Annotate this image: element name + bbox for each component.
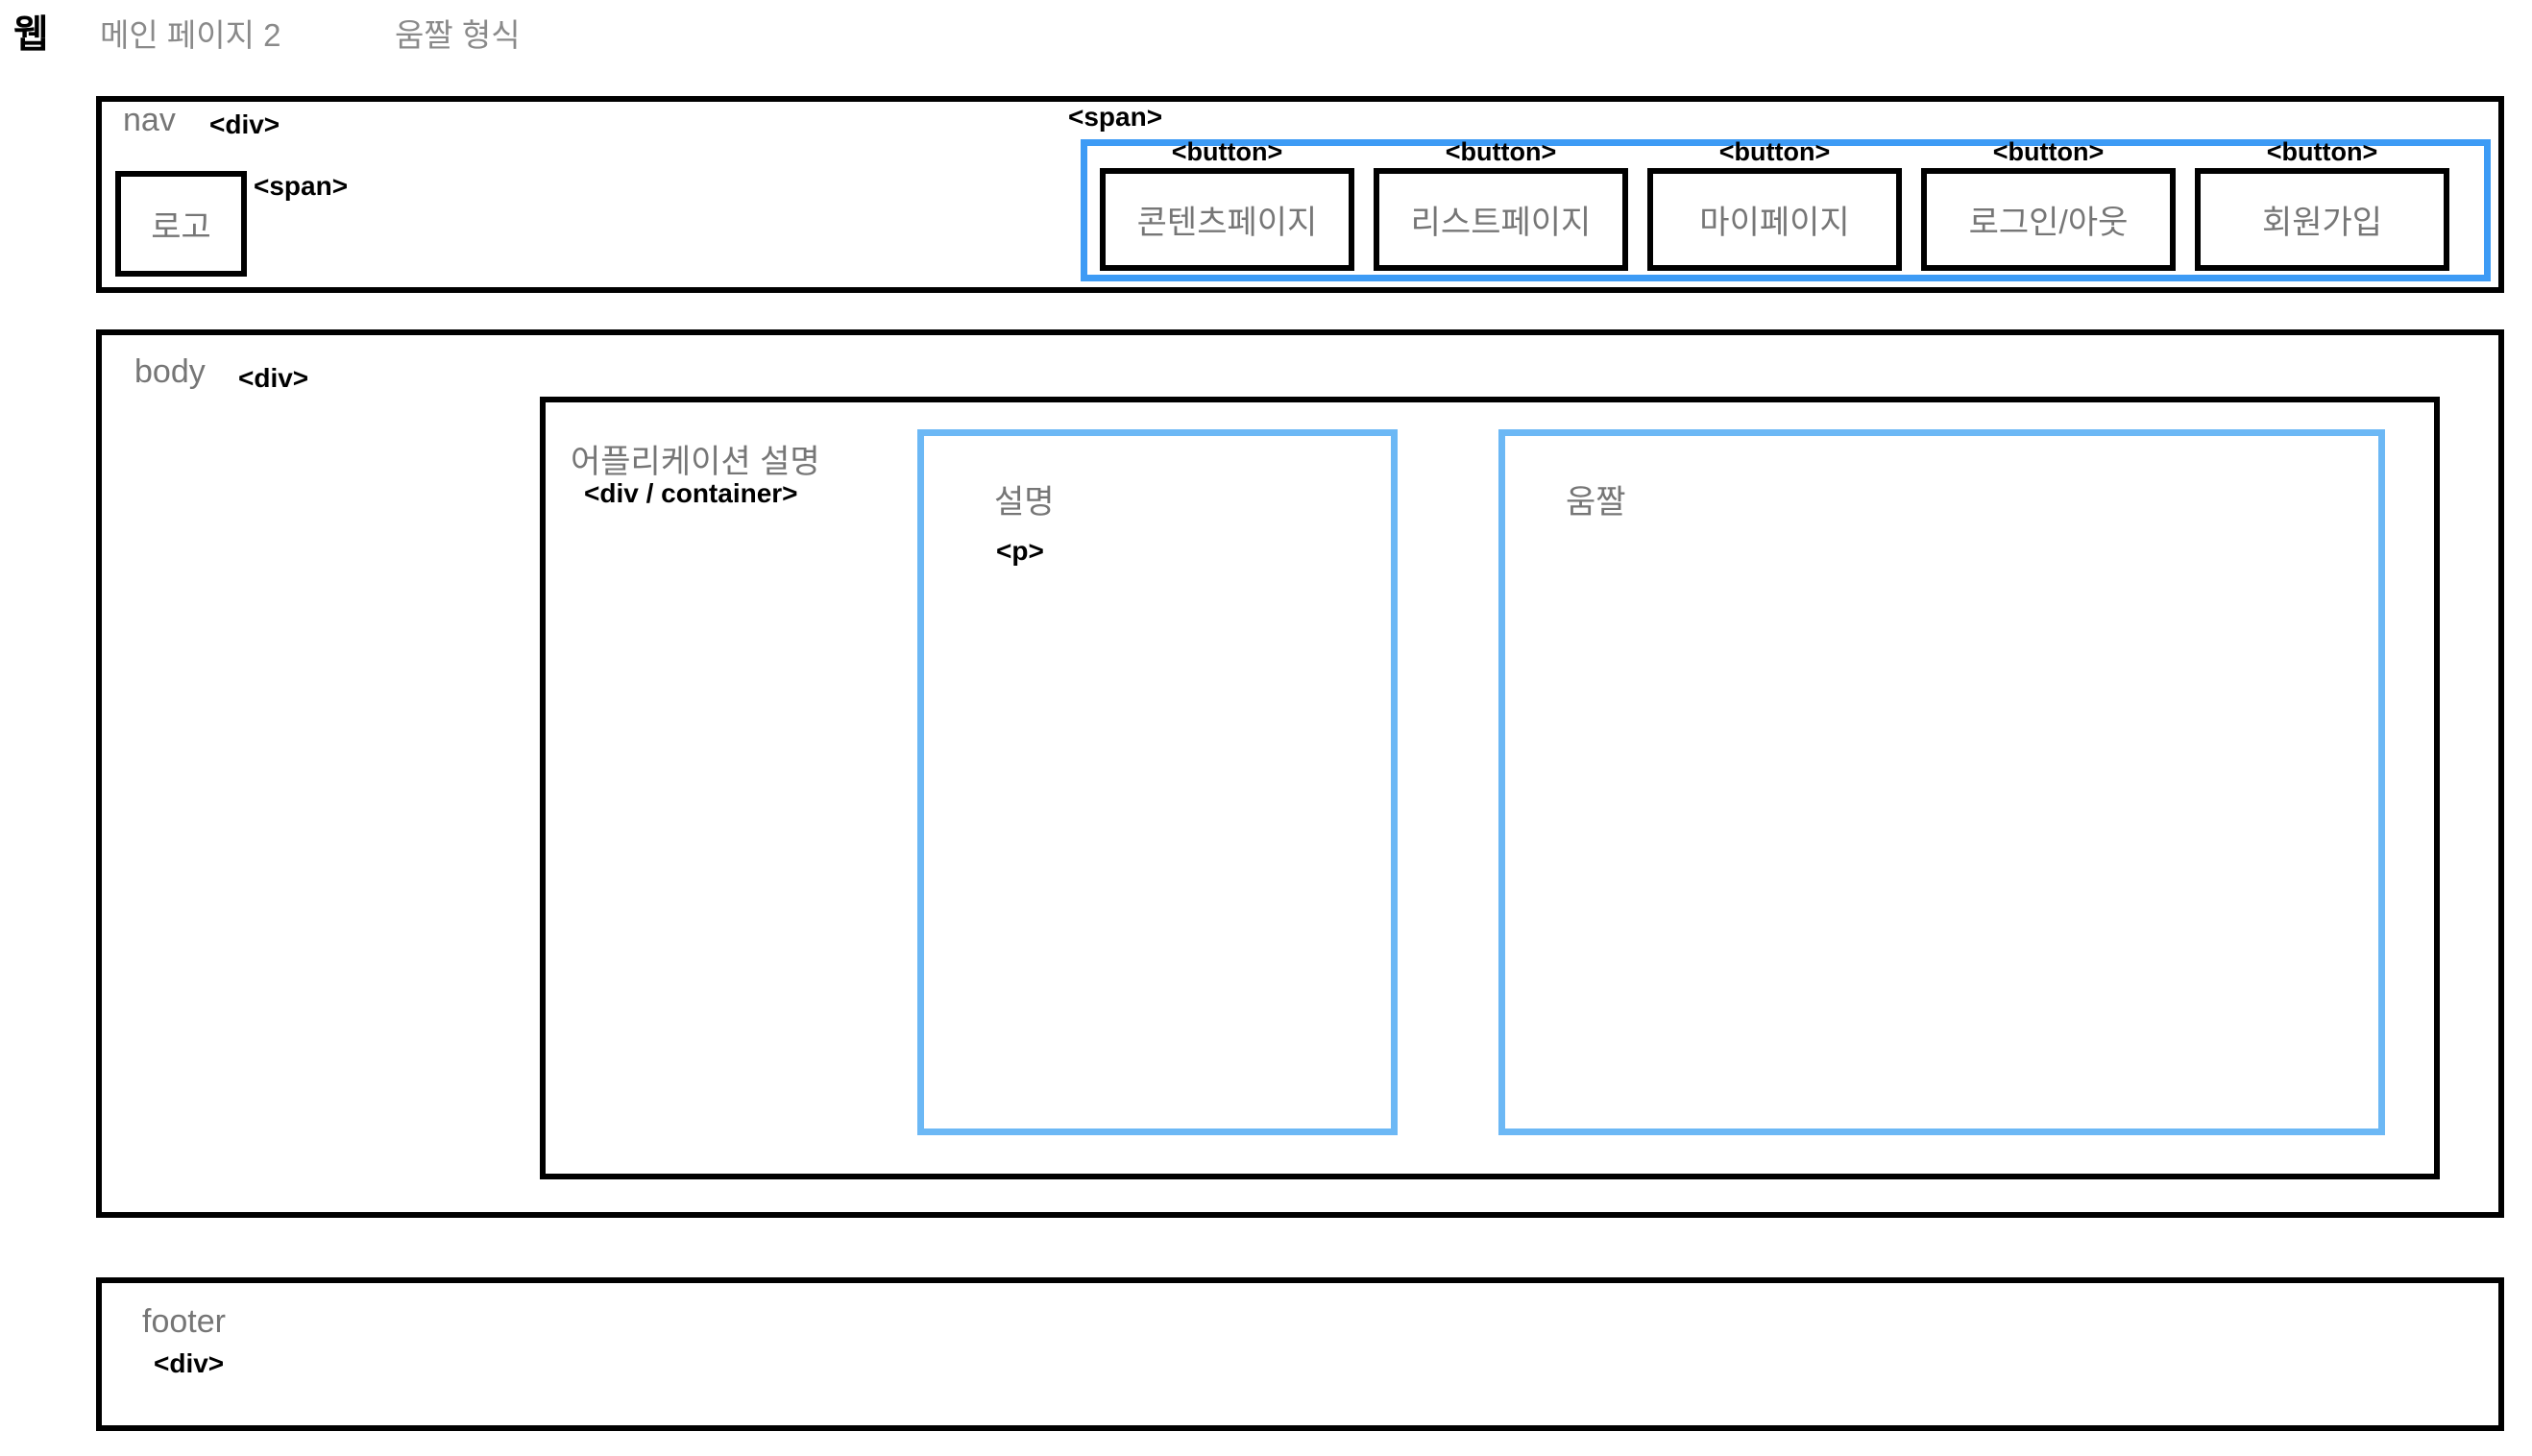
nav-button-signup[interactable]: 회원가입 [2195, 168, 2449, 271]
footer-region-frame [96, 1277, 2504, 1431]
nav-button-tag-login-logout: <button> [1992, 137, 2105, 166]
nav-button-contents[interactable]: 콘텐츠페이지 [1100, 168, 1354, 271]
nav-button-contents-label: 콘텐츠페이지 [1136, 205, 1318, 241]
description-panel [917, 429, 1398, 1135]
nav-button-signup-label: 회원가입 [2261, 205, 2383, 241]
logo-span-tag: <span> [254, 171, 349, 201]
description-panel-title: 설명 [994, 484, 1055, 521]
body-region-label: body [134, 353, 206, 390]
nav-menu-group-tag: <span> [1068, 102, 1163, 132]
gif-panel-title: 움짤 [1566, 484, 1626, 521]
nav-button-tag-list: <button> [1445, 137, 1557, 166]
header-tab-main-page-2[interactable]: 메인 페이지 2 [100, 17, 281, 53]
nav-button-list[interactable]: 리스트페이지 [1374, 168, 1628, 271]
nav-region-label: nav [123, 102, 176, 138]
brand-title: 웹 [13, 13, 49, 56]
app-description-label: 어플리케이션 설명 [571, 444, 820, 480]
logo-placeholder[interactable]: 로고 [115, 171, 247, 277]
body-region-tag: <div> [238, 363, 309, 393]
page-header: 웹 메인 페이지 2 움짤 형식 [0, 0, 2532, 75]
header-tab-gif-format[interactable]: 움짤 형식 [395, 17, 521, 53]
gif-panel [1498, 429, 2385, 1135]
nav-button-tag-signup: <button> [2266, 137, 2378, 166]
footer-region-tag: <div> [154, 1348, 225, 1378]
nav-button-mypage[interactable]: 마이페이지 [1647, 168, 1902, 271]
nav-button-login-logout-label: 로그인/아웃 [1968, 205, 2129, 241]
nav-button-mypage-label: 마이페이지 [1699, 205, 1850, 241]
nav-region-tag: <div> [209, 109, 280, 139]
nav-button-login-logout[interactable]: 로그인/아웃 [1921, 168, 2176, 271]
app-description-tag: <div / container> [584, 478, 798, 508]
logo-label: 로고 [151, 208, 211, 246]
nav-button-tag-contents: <button> [1171, 137, 1283, 166]
nav-button-tag-mypage: <button> [1718, 137, 1831, 166]
nav-button-list-label: 리스트페이지 [1410, 205, 1592, 241]
footer-region-label: footer [142, 1303, 226, 1340]
description-panel-tag: <p> [996, 536, 1044, 566]
